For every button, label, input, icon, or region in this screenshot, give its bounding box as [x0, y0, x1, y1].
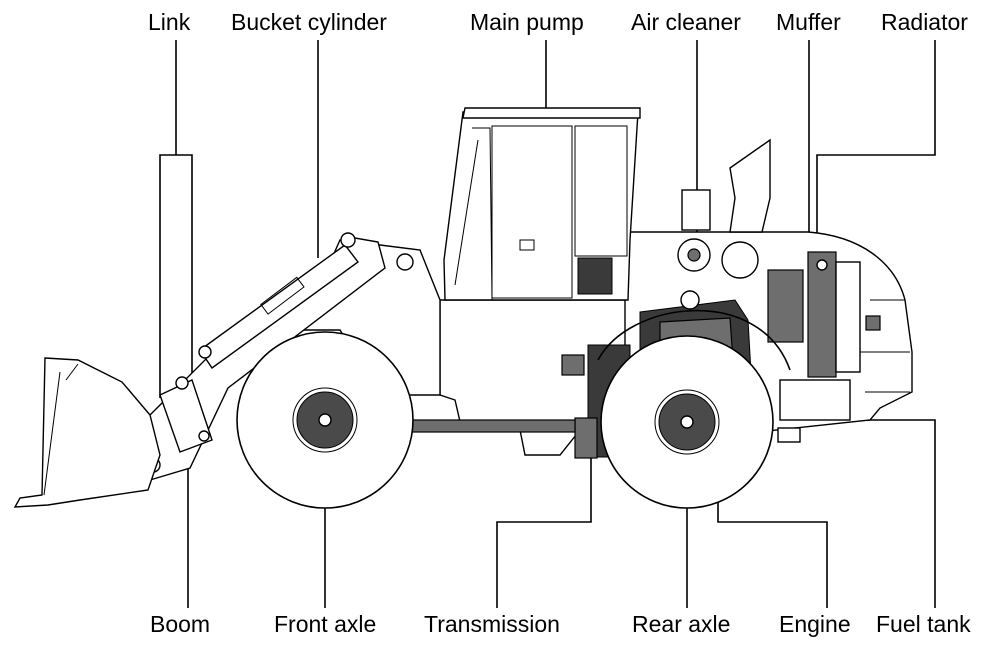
pivot-3: [198, 345, 212, 359]
transmission-gear: [574, 417, 598, 459]
cab-vent: [577, 257, 613, 295]
radiator-shroud: [835, 261, 861, 373]
cab-door: [491, 125, 573, 299]
machine-drawing: [13, 107, 913, 509]
label-air-cleaner: Air cleaner: [631, 9, 741, 35]
leader-transmission: [496, 445, 592, 608]
radiator-core: [807, 251, 837, 378]
pivot-7: [198, 430, 210, 442]
fuel-tank-step: [777, 427, 801, 443]
fuel-tank: [779, 379, 851, 421]
counterweight: [860, 299, 910, 393]
label-engine: Engine: [779, 611, 851, 637]
bucket-cylinder-rod: [260, 276, 305, 315]
air-cleaner-pot-inner: [687, 248, 701, 262]
label-muffler: Muffer: [776, 9, 841, 35]
pivot-2: [396, 253, 414, 271]
bucket-inner: [43, 363, 79, 496]
label-link: Link: [148, 9, 191, 35]
label-main-pump: Main pump: [470, 9, 584, 35]
leader-link: [159, 154, 193, 398]
air-cleaner-body: [681, 189, 711, 231]
radiator-cap: [816, 259, 828, 271]
cab-window-front: [454, 127, 493, 301]
label-boom: Boom: [150, 611, 210, 637]
muffler-pot: [721, 241, 759, 279]
engine-pulley: [680, 290, 700, 310]
leader-fuel-tank: [850, 419, 936, 608]
cab-door-handle: [519, 239, 535, 251]
cab-window-rear: [574, 125, 628, 257]
bucket-cylinder: [199, 244, 359, 369]
front-hub-center: [318, 413, 332, 427]
muffler-grille: [767, 269, 804, 343]
label-bucket-cylinder: Bucket cylinder: [231, 9, 387, 35]
front-hub-ring: [292, 387, 358, 453]
tail-light: [865, 315, 881, 331]
rear-fender: [597, 309, 791, 371]
label-transmission: Transmission: [424, 611, 560, 637]
muffler-stack: [729, 138, 771, 233]
label-radiator: Radiator: [881, 9, 968, 35]
bucket: [13, 357, 161, 508]
rear-hub-center: [680, 415, 694, 429]
label-rear-axle: Rear axle: [632, 611, 730, 637]
label-fuel-tank: Fuel tank: [876, 611, 971, 637]
main-pump-body: [561, 354, 585, 376]
cab-roof: [462, 107, 641, 119]
rear-hub-ring: [654, 389, 720, 455]
leader-radiator: [816, 40, 936, 260]
pivot-4: [175, 376, 189, 390]
pivot-1: [340, 232, 356, 248]
label-front-axle: Front axle: [274, 611, 376, 637]
